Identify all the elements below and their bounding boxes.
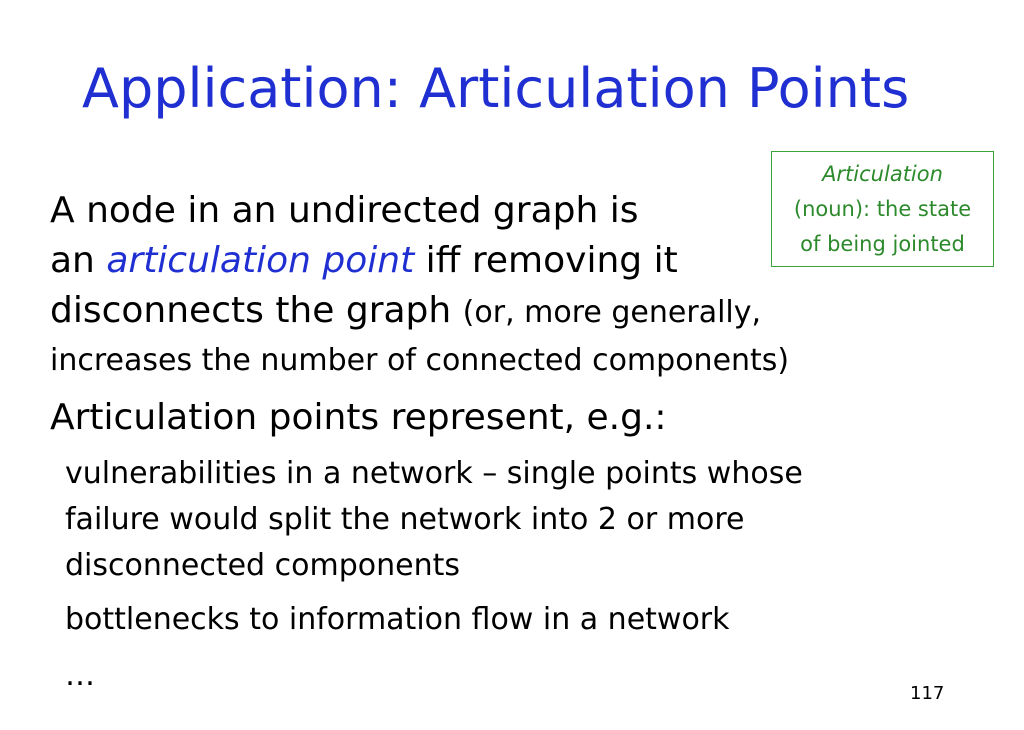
paragraph-line: an articulation point iff removing it (50, 236, 678, 285)
definition-term: Articulation (822, 162, 943, 186)
list-item-line: failure would split the network into 2 o… (65, 502, 745, 537)
paragraph-text: disconnects the graph (50, 290, 463, 331)
list-item: bottlenecks to information flow in a net… (65, 602, 730, 637)
paragraph-line: increases the number of connected compon… (50, 343, 790, 378)
list-item-line: vulnerabilities in a network – single po… (65, 456, 803, 491)
list-item: … (65, 658, 95, 693)
paragraph-text: iff removing it (414, 240, 678, 281)
definition-line: (noun): the state (793, 197, 972, 221)
paragraph-line: disconnects the graph (or, more generall… (50, 286, 761, 337)
definition-line: of being jointed (800, 232, 965, 256)
paragraph-line: A node in an undirected graph is (50, 190, 639, 231)
articulation-point-term: articulation point (106, 240, 415, 281)
page-number: 117 (910, 683, 945, 704)
paragraph-aside: (or, more generally, (462, 295, 762, 330)
paragraph-text: an (50, 240, 107, 281)
paragraph-line: Articulation points represent, e.g.: (50, 397, 667, 438)
slide-title: Application: Articulation Points (82, 57, 910, 120)
definition-box: Articulation (noun): the state of being … (771, 151, 994, 267)
list-item-line: disconnected components (65, 548, 460, 583)
